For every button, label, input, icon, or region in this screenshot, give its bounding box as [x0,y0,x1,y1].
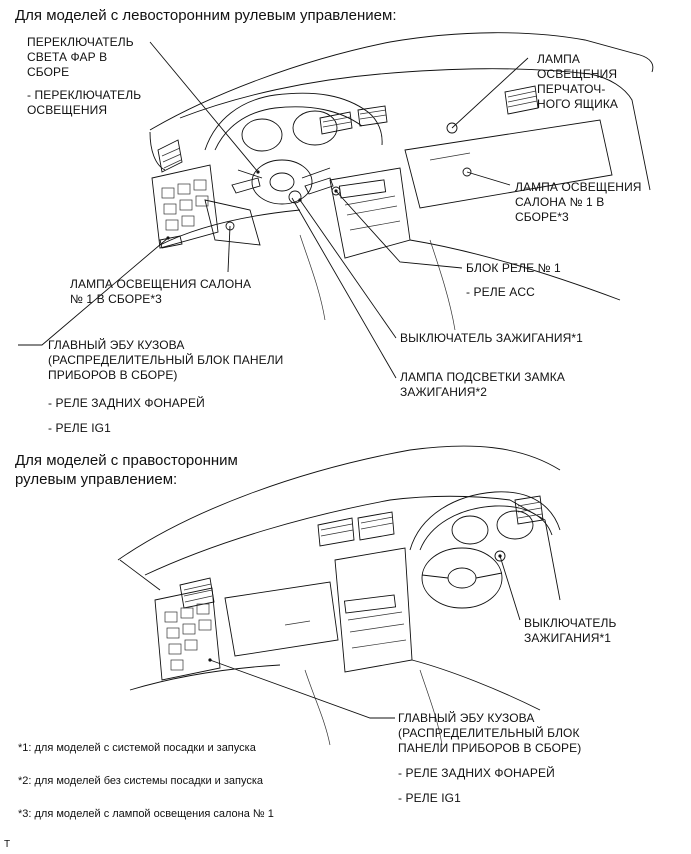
label-ig1-relay-lhd: - РЕЛЕ IG1 [48,421,111,435]
label-headlamp-switch: ПЕРЕКЛЮЧАТЕЛЬ СВЕТА ФАР В СБОРЕ [27,35,134,79]
label-room-lamp-left: ЛАМПА ОСВЕЩЕНИЯ САЛОНА № 1 В СБОРЕ*3 [70,277,252,306]
label-main-body-ecu-lhd: ГЛАВНЫЙ ЭБУ КУЗОВА (РАСПРЕДЕЛИТЕЛЬНЫЙ БЛ… [48,338,284,382]
label-glovebox-lamp: ЛАМПА ОСВЕЩЕНИЯ ПЕРЧАТОЧ- НОГО ЯЩИКА [537,52,619,111]
lhd-leader-lines [18,41,529,379]
label-taillight-relay-rhd: - РЕЛЕ ЗАДНИХ ФОНАРЕЙ [398,766,555,780]
label-ignition-switch-rhd: ВЫКЛЮЧАТЕЛЬ ЗАЖИГАНИЯ*1 [524,616,617,645]
label-taillight-relay-lhd: - РЕЛЕ ЗАДНИХ ФОНАРЕЙ [48,396,205,410]
rhd-dashboard-drawing [117,445,561,746]
label-main-body-ecu-rhd: ГЛАВНЫЙ ЭБУ КУЗОВА (РАСПРЕДЕЛИТЕЛЬНЫЙ БЛ… [398,711,582,755]
footnote-2: *2: для моделей без системы посадки и за… [18,775,264,787]
footnote-3: *3: для моделей с лампой освещения салон… [18,808,274,820]
label-room-lamp-right: ЛАМПА ОСВЕЩЕНИЯ САЛОНА № 1 В СБОРЕ*3 [515,180,642,224]
corner-mark: T [4,839,11,850]
footnote-1: *1: для моделей с системой посадки и зап… [18,742,256,754]
label-key-lamp: ЛАМПА ПОДСВЕТКИ ЗАМКА ЗАЖИГАНИЯ*2 [400,370,565,399]
rhd-leader-lines [208,554,521,719]
label-ig1-relay-rhd: - РЕЛЕ IG1 [398,791,461,805]
label-ignition-switch-lhd: ВЫКЛЮЧАТЕЛЬ ЗАЖИГАНИЯ*1 [400,331,583,345]
rhd-section-heading: Для моделей с правосторонним рулевым упр… [15,452,238,488]
lhd-section-heading: Для моделей с левосторонним рулевым упра… [15,7,397,24]
lhd-dashboard-drawing [149,32,654,331]
label-lighting-switch: - ПЕРЕКЛЮЧАТЕЛЬ ОСВЕЩЕНИЯ [27,88,142,117]
label-acc-relay: - РЕЛЕ ACC [466,285,535,299]
label-relay-block: БЛОК РЕЛЕ № 1 [466,261,561,275]
